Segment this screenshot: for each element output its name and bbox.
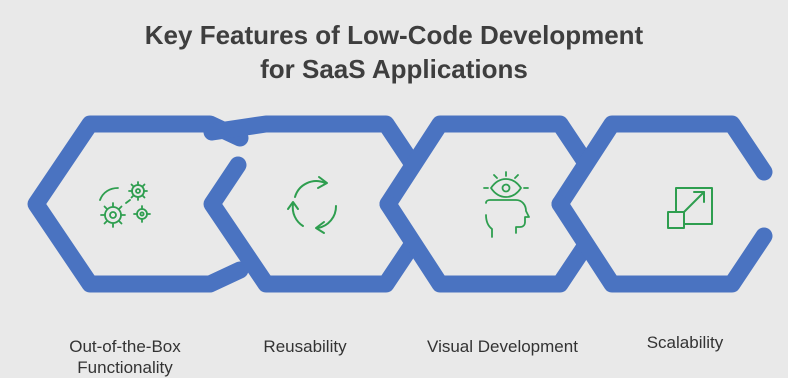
eye-head-icon xyxy=(483,171,530,238)
hexagon-3-lower xyxy=(379,195,595,293)
title-line-2: for SaaS Applications xyxy=(260,54,528,84)
hexagon-2 xyxy=(203,115,421,172)
feature-label-reusability: Reusability xyxy=(263,337,347,356)
hexagon-2-lower xyxy=(203,156,421,293)
recycle-arrows-icon xyxy=(287,176,338,234)
hexagon-4-lower xyxy=(551,195,773,293)
hexagon-3 xyxy=(379,115,595,213)
feature-label-scalability: Scalability xyxy=(646,333,724,352)
title-line-1: Key Features of Low-Code Development xyxy=(144,20,644,50)
gears-icon xyxy=(99,181,151,228)
hexagon-4 xyxy=(551,115,773,213)
feature-label-out-of-the-box: Out-of-the-Box Functionality xyxy=(69,337,181,377)
expand-arrow-icon xyxy=(667,187,713,229)
feature-label-visual-development: Visual Development xyxy=(427,337,578,356)
diagram-title: Key Features of Low-Code Development for… xyxy=(0,18,788,86)
